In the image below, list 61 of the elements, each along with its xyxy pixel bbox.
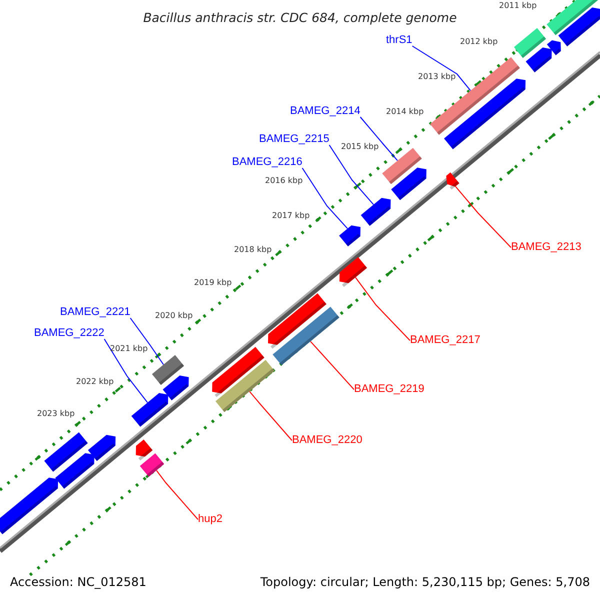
leader-line	[355, 276, 410, 341]
gene-feature	[526, 48, 552, 72]
gene-feature	[391, 168, 426, 200]
gene-feature	[215, 360, 275, 412]
tick-label: 2017 kbp	[272, 211, 310, 221]
gene-label: BAMEG_2220	[292, 434, 362, 447]
gene-feature	[212, 346, 264, 398]
gene-feature	[272, 306, 340, 366]
gene-label: thrS1	[386, 34, 412, 47]
leader-line	[130, 318, 164, 366]
tick-label: 2014 kbp	[386, 107, 424, 117]
gene-label: BAMEG_2216	[232, 156, 302, 169]
leader-line	[455, 186, 512, 248]
leader-line	[328, 144, 374, 206]
gene-feature	[446, 172, 460, 190]
gene-label: BAMEG_2217	[410, 334, 480, 347]
leader-line	[249, 390, 292, 441]
gene-label: BAMEG_2222	[34, 327, 104, 340]
leader-line	[360, 116, 398, 162]
tick-label: 2013 kbp	[418, 72, 456, 82]
gene-feature	[162, 376, 189, 400]
gene-label: hup2	[198, 513, 222, 526]
gene-feature	[339, 257, 368, 287]
gene-label: BAMEG_2221	[60, 306, 130, 319]
tick-label: 2023 kbp	[37, 409, 75, 419]
leader-line	[310, 340, 354, 390]
gene-feature	[360, 198, 391, 226]
tick-label: 2019 kbp	[194, 278, 232, 288]
leader-line	[104, 338, 148, 404]
gene-feature	[382, 148, 422, 184]
tick-label: 2016 kbp	[265, 176, 303, 186]
gene-feature	[131, 393, 168, 427]
tick-label: 2022 kbp	[76, 377, 114, 387]
tick-label: 2021 kbp	[110, 344, 148, 354]
gene-feature	[339, 225, 360, 246]
gene-feature	[152, 355, 184, 385]
leader-line	[412, 46, 471, 92]
leader-line	[156, 470, 198, 520]
tick-label: 2011 kbp	[499, 1, 537, 11]
gene-feature	[546, 40, 561, 56]
gene-feature	[514, 28, 546, 58]
map-title: Bacillus anthracis str. CDC 684, complete genome	[143, 10, 457, 25]
leader-line	[302, 168, 348, 230]
tick-label: 2018 kbp	[234, 245, 272, 255]
gene-feature	[268, 293, 326, 349]
gene-feature	[55, 453, 94, 489]
gene-feature	[558, 8, 600, 46]
tick-label: 2015 kbp	[341, 142, 379, 152]
gene-feature	[88, 434, 116, 461]
gene-label: BAMEG_2215	[259, 133, 330, 146]
gene-label: BAMEG_2213	[511, 241, 582, 254]
footer-text: Topology: circular; Length: 5,230,115 bp; Genes: 5,708	[260, 575, 590, 589]
gene-label: BAMEG_2219	[354, 383, 424, 396]
footer-text: Accession: NC_012581	[10, 575, 146, 589]
gene-feature	[0, 478, 58, 534]
tick-label: 2012 kbp	[460, 37, 498, 47]
gene-feature	[546, 0, 600, 36]
gene-feature	[140, 453, 164, 477]
gene-label: BAMEG_2214	[290, 105, 360, 118]
tick-label: 2020 kbp	[155, 311, 193, 321]
gene-feature	[136, 440, 153, 460]
